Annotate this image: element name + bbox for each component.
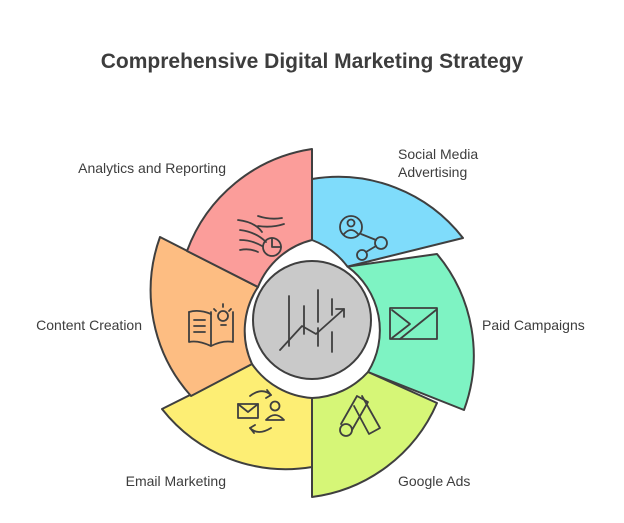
- diagram-title: Comprehensive Digital Marketing Strategy: [100, 50, 524, 73]
- label-paid-campaigns: Paid Campaigns: [482, 317, 585, 333]
- segment-social-media: [311, 175, 464, 268]
- segment-google-ads: [311, 371, 438, 498]
- label-email-marketing: Email Marketing: [125, 473, 226, 489]
- book-lightbulb-icon: [188, 303, 234, 347]
- label-content-creation: Content Creation: [36, 317, 142, 333]
- ad-banner-icon: [389, 307, 438, 340]
- center-hub: [252, 260, 372, 380]
- data-pie-chart-icon: [237, 215, 285, 257]
- google-ads-logo-icon: [339, 395, 381, 437]
- social-network-person-icon: [339, 215, 388, 261]
- growth-chart-icon: [279, 289, 345, 353]
- segment-paid-campaigns: [346, 253, 475, 411]
- email-contact-icon: [237, 389, 285, 434]
- segment-content-creation: [149, 236, 259, 397]
- label-analytics-and-reporting: Analytics and Reporting: [78, 160, 226, 176]
- segment-analytics: [186, 148, 313, 288]
- label-google-ads: Google Ads: [398, 473, 471, 489]
- label-social-media-advertising: Social Media Advertising: [398, 146, 479, 180]
